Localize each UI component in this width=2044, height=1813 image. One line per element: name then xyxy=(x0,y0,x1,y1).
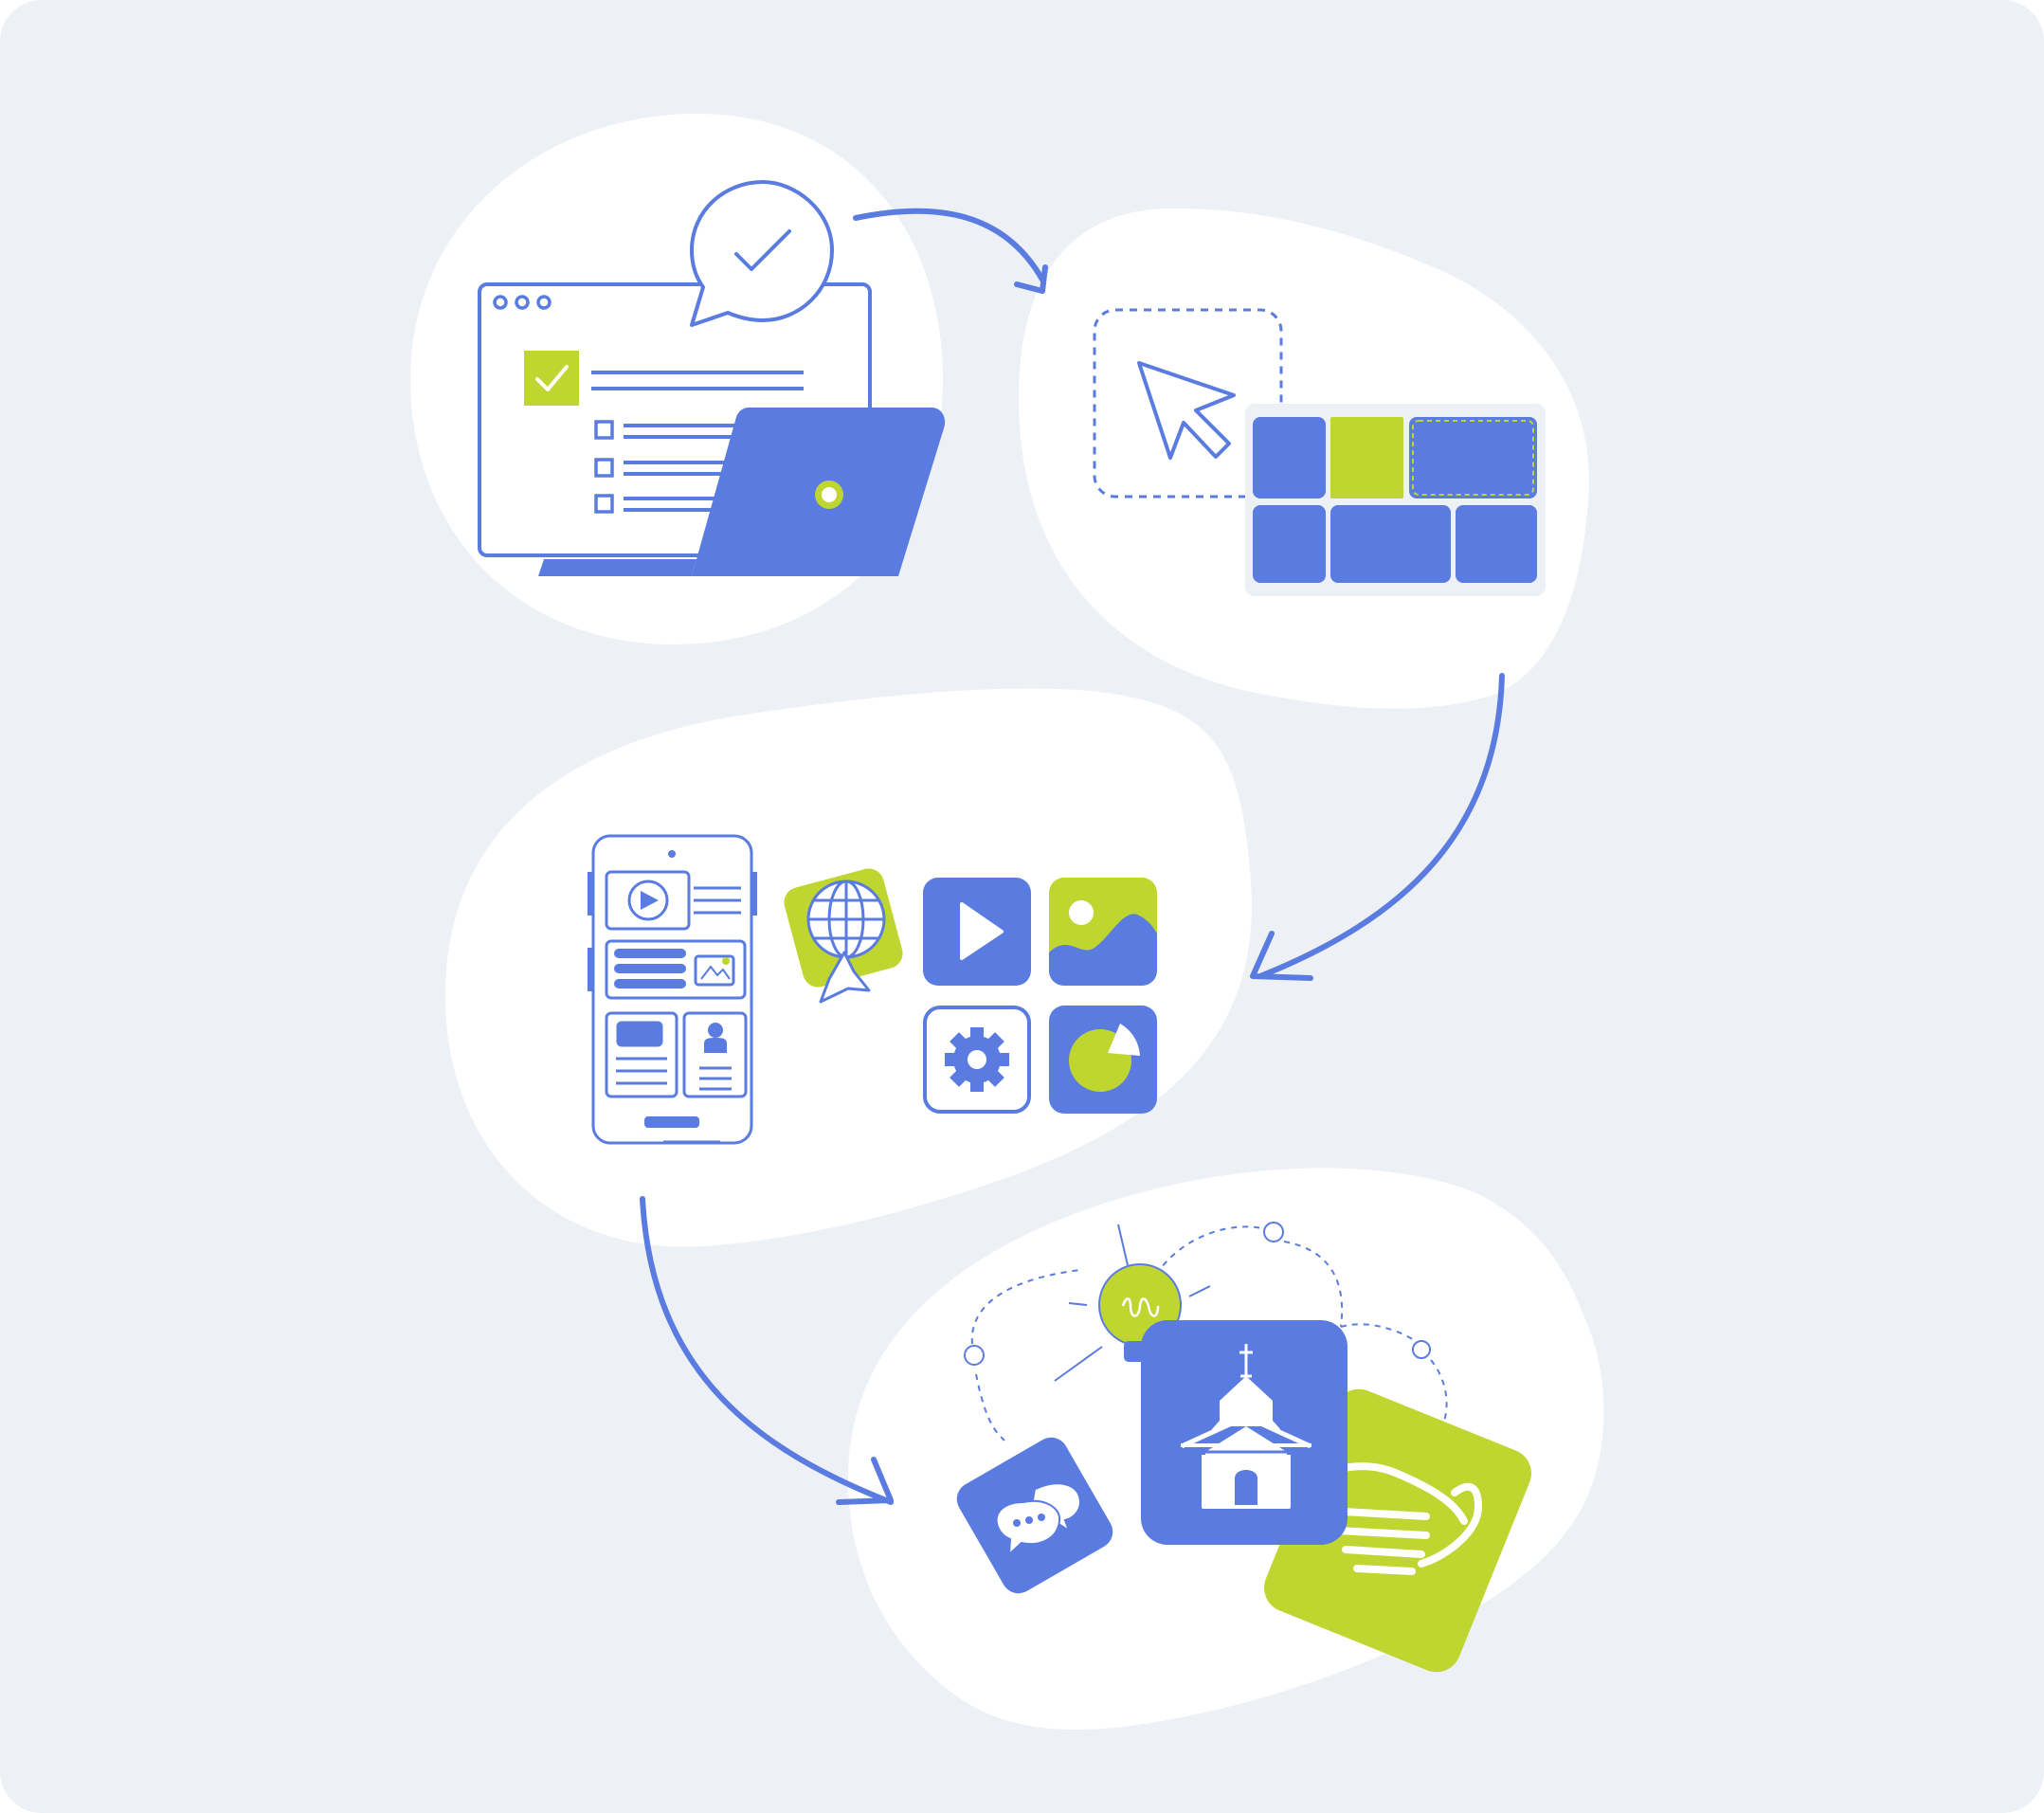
arrow-step2-to-step3 xyxy=(1257,673,1505,979)
arrow-step3-to-step4-head xyxy=(836,1457,894,1505)
checklist-icon xyxy=(524,351,804,514)
arrow-step1-to-step2 xyxy=(853,208,1045,282)
chat-bubbles-icon xyxy=(956,1437,1113,1594)
smartphone-icon xyxy=(588,834,757,1145)
step-3-content xyxy=(588,834,1157,1145)
cursor-icon xyxy=(1137,361,1236,460)
step-1-plan xyxy=(478,180,946,576)
network-node xyxy=(1263,1222,1284,1242)
step-2-build xyxy=(1093,308,1546,596)
block-grid-icon xyxy=(1245,404,1546,596)
arrow-step2-to-step3-head xyxy=(1250,931,1313,981)
step-4-community xyxy=(956,1222,1531,1673)
laptop-icon xyxy=(538,408,946,576)
flow-arrows xyxy=(640,208,1505,1505)
pie-chart-icon xyxy=(1049,1006,1157,1114)
church-icon xyxy=(1141,1320,1348,1545)
chat-check-icon xyxy=(690,180,834,327)
globe-badge-icon xyxy=(784,868,903,1004)
selection-frame-icon xyxy=(1093,308,1283,499)
network-node xyxy=(1412,1340,1431,1359)
gear-icon xyxy=(923,1006,1031,1114)
video-icon xyxy=(923,878,1031,986)
network-node xyxy=(964,1345,985,1366)
arrow-step1-to-step2-head xyxy=(1014,264,1048,294)
arrow-step3-to-step4 xyxy=(640,1196,894,1505)
image-icon xyxy=(1049,878,1157,986)
lightbulb-icon xyxy=(1054,1224,1211,1382)
